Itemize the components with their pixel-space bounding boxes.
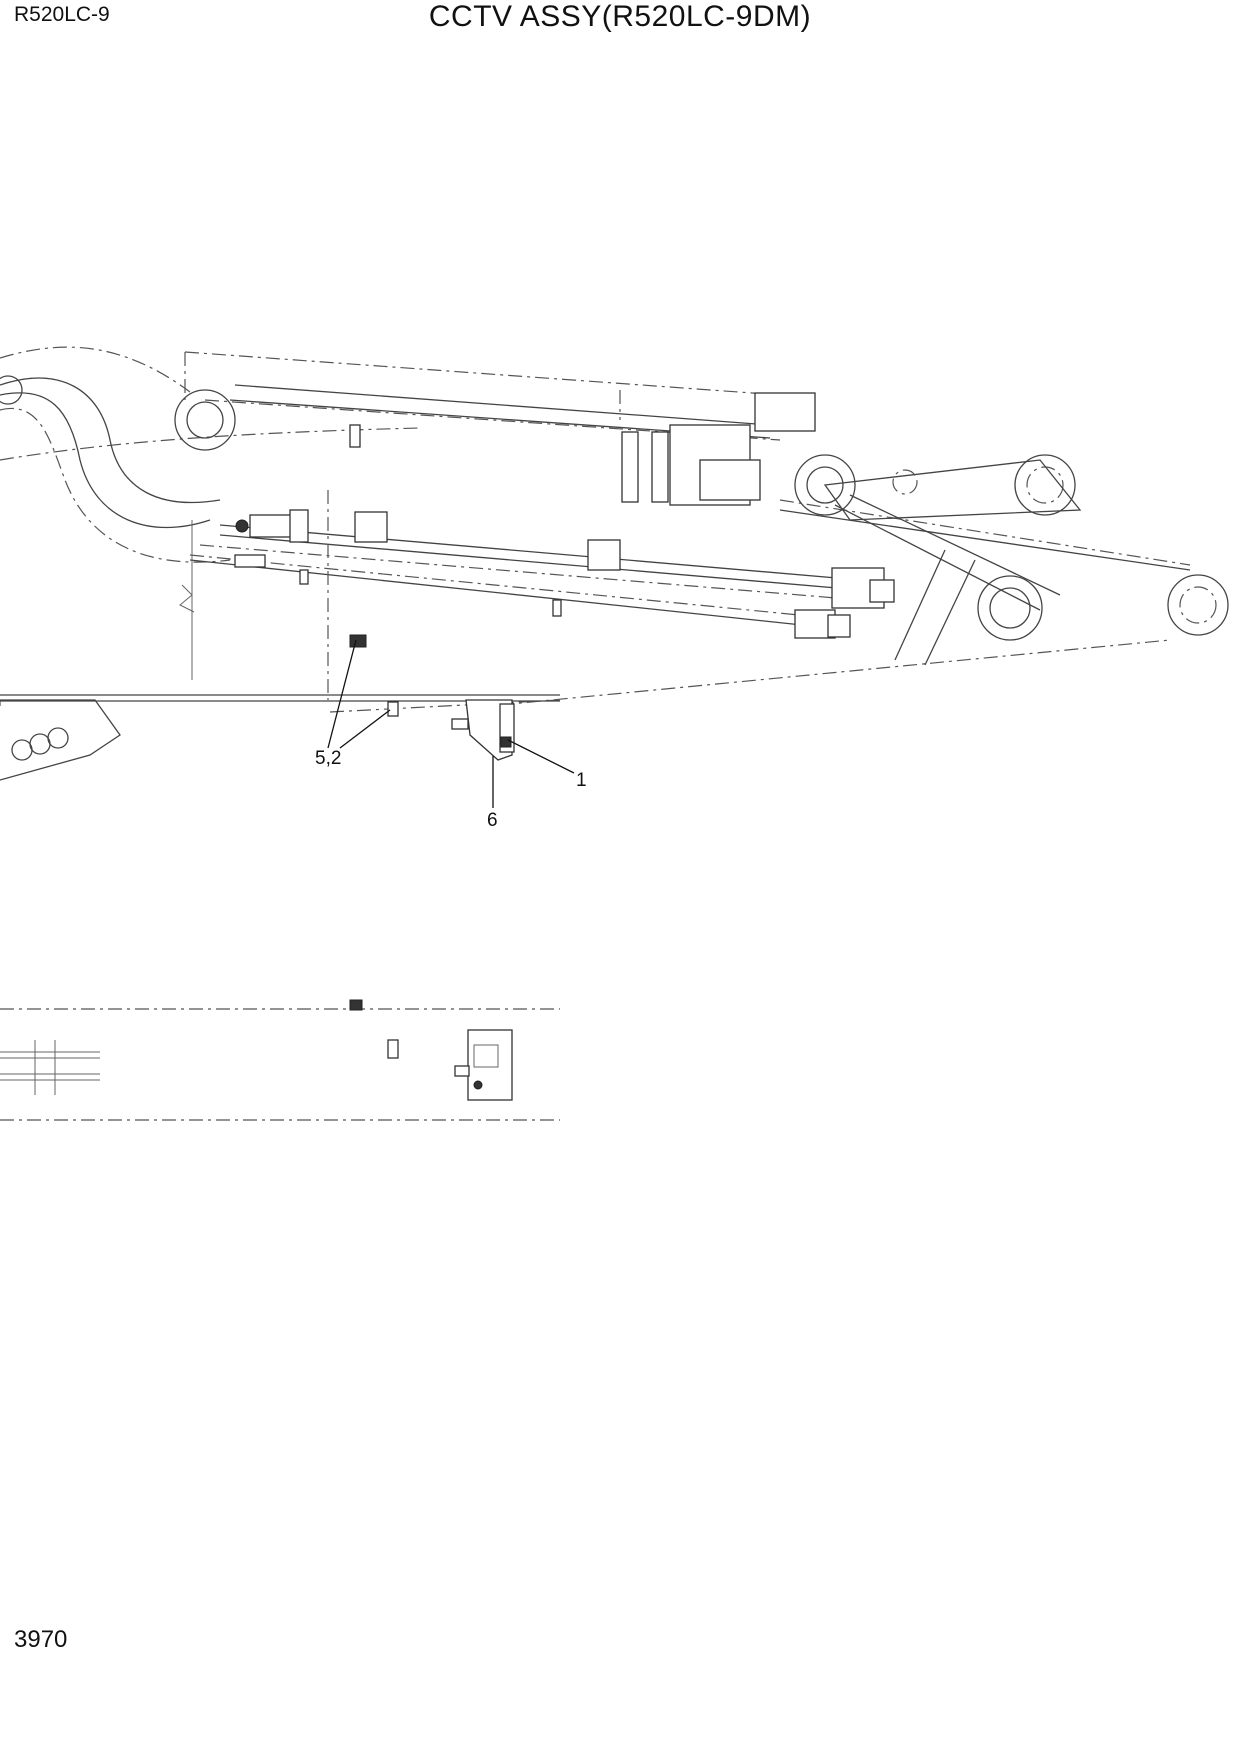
callout-5-2: 5,2 <box>315 748 341 769</box>
page-number: 3970 <box>14 1626 68 1653</box>
model-code: R520LC-9 <box>14 3 110 26</box>
callout-1: 1 <box>576 770 587 791</box>
plan-view <box>0 999 560 1121</box>
boom-assembly <box>0 346 1229 808</box>
page-title: CCTV ASSY(R520LC-9DM) <box>428 0 812 33</box>
callout-6: 6 <box>487 810 498 831</box>
